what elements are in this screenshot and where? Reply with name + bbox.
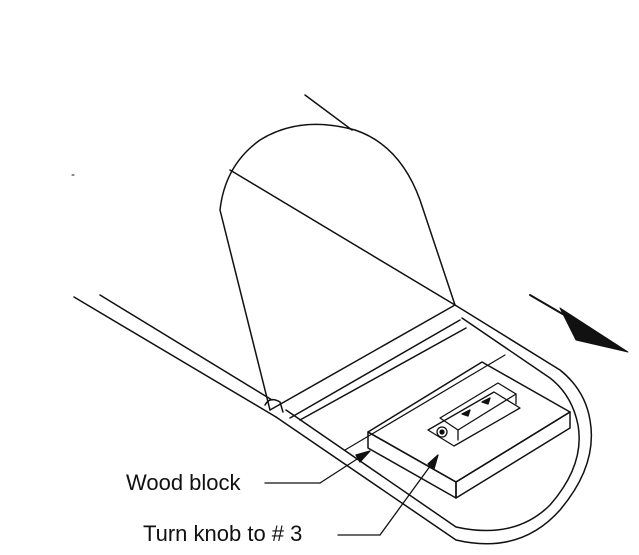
wood-block-side	[455, 411, 571, 499]
knob-leader-arrow	[427, 454, 439, 470]
track-outline	[73, 94, 593, 545]
device-knob-center	[439, 429, 445, 435]
track-top-rail	[304, 94, 353, 131]
base-lines	[344, 354, 506, 451]
device-knob	[436, 426, 448, 438]
recess-line	[344, 354, 506, 451]
lid-hinge	[269, 304, 456, 411]
wood-block-leader-arrow	[355, 450, 371, 463]
lid-outline	[219, 123, 456, 411]
hinge-pin	[264, 398, 284, 413]
track-inner-rail	[99, 294, 273, 401]
turn-knob-label: Turn knob to # 3	[143, 521, 303, 546]
wood-block-label: Wood block	[126, 470, 241, 495]
wood-block-top	[367, 361, 571, 483]
leader-lines	[264, 450, 439, 536]
control-box-icon	[427, 382, 521, 447]
hinge-edge-1	[289, 319, 461, 419]
hinge-edge-2	[299, 327, 467, 421]
lid-crease	[229, 169, 456, 306]
device-indicator-1	[461, 409, 471, 417]
wood-block	[367, 361, 571, 499]
knob-leader	[379, 457, 437, 536]
track-inner-end	[285, 317, 580, 532]
track-left-rail	[73, 296, 277, 418]
open-lid	[219, 123, 467, 421]
arrow-right-down-icon	[529, 294, 629, 353]
direction-arrow-head	[559, 307, 629, 353]
device-top	[439, 382, 517, 431]
device-base	[427, 391, 521, 447]
device-indicator-2	[481, 397, 491, 405]
track-rounded-end	[275, 304, 593, 545]
